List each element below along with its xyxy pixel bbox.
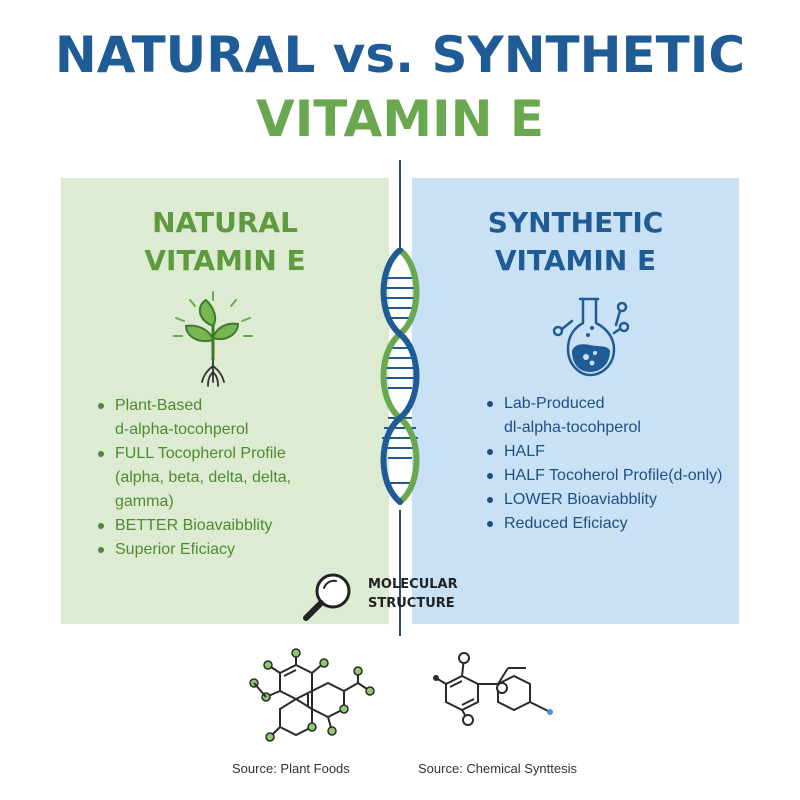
- molecular-structure-label: MOLECULAR STRUCTURE: [368, 575, 478, 613]
- center-divider-top: [399, 160, 401, 250]
- synthetic-feature-item: Reduced Eficiacy: [484, 512, 739, 536]
- natural-feature-item: FULL Tocopherol Profile: [95, 442, 385, 466]
- center-divider-bottom: [399, 510, 401, 636]
- molecular-label-line1: MOLECULAR: [368, 577, 458, 592]
- plant-sprout-icon: [173, 291, 253, 387]
- natural-feature-item: gamma): [115, 493, 174, 510]
- synthetic-feature-item: HALF: [484, 440, 739, 464]
- synthetic-panel: SYNTHETIC VITAMIN E Lab-Produced dl-alpha…: [412, 178, 739, 624]
- natural-panel-title: NATURAL VITAMIN E: [61, 204, 389, 280]
- molecular-label-line2: STRUCTURE: [368, 596, 455, 611]
- natural-feature-item: BETTER Bioavaibblity: [95, 514, 385, 538]
- natural-source-label: Source: Plant Foods: [232, 761, 350, 776]
- natural-title-line2: VITAMIN E: [144, 244, 306, 277]
- synthetic-source-label: Source: Chemical Synttesis: [418, 761, 577, 776]
- natural-molecule-diagram: [249, 648, 375, 742]
- natural-feature-item: (alpha, beta, delta, delta,: [115, 469, 292, 486]
- main-title-line1: NATURAL vs. SYNTHETIC: [54, 26, 746, 84]
- lab-flask-icon: [552, 297, 630, 377]
- synthetic-feature-item: dl-alpha-tocohperol: [504, 419, 641, 436]
- synthetic-title-line2: VITAMIN E: [494, 244, 657, 277]
- natural-feature-item: Plant-Based: [95, 394, 385, 418]
- synthetic-feature-item: HALF Tocoherol Profile(d-only): [484, 464, 739, 488]
- synthetic-feature-item: Lab-Produced: [484, 392, 739, 416]
- synthetic-panel-title: SYNTHETIC VITAMIN E: [412, 204, 739, 280]
- natural-feature-item: d-alpha-tocohperol: [115, 421, 249, 438]
- natural-panel: NATURAL VITAMIN E Plant-Based d-alpha-toc…: [61, 178, 389, 624]
- natural-title-line1: NATURAL: [152, 206, 298, 239]
- synthetic-title-line1: SYNTHETIC: [487, 206, 664, 239]
- dna-helix-icon: [380, 248, 420, 505]
- main-title-line2: VITAMIN E: [256, 90, 544, 148]
- magnifying-glass-icon: [303, 573, 351, 621]
- natural-feature-item: Superior Eficiacy: [95, 538, 385, 562]
- synthetic-molecule-diagram: [433, 652, 553, 726]
- synthetic-feature-item: LOWER Bioaviabblity: [484, 488, 739, 512]
